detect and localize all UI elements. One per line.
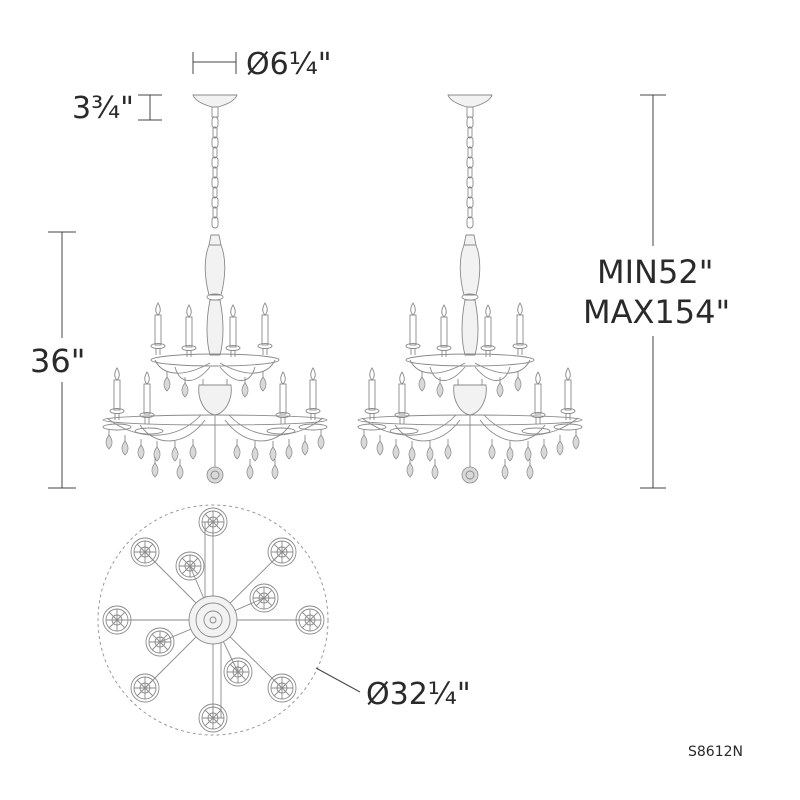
fixture-diameter-dimension: Ø32¼" bbox=[315, 667, 471, 712]
chandelier-elevation-left bbox=[103, 95, 327, 483]
canopy-diameter-label: Ø6¼" bbox=[246, 47, 332, 82]
fixture-diameter-label: Ø32¼" bbox=[366, 677, 471, 712]
chandelier-top-view bbox=[97, 504, 329, 736]
overall-max-label: MAX154" bbox=[583, 293, 730, 331]
model-number: S8612N bbox=[688, 744, 743, 760]
canopy-height-dimension: 3¾" bbox=[72, 91, 162, 126]
canopy-diameter-dimension: Ø6¼" bbox=[192, 47, 332, 82]
fixture-height-label: 36" bbox=[30, 342, 85, 380]
chandelier-elevation-right bbox=[358, 95, 582, 483]
canopy-height-label: 3¾" bbox=[72, 91, 134, 126]
overall-height-dimension: MIN52" MAX154" bbox=[583, 94, 730, 489]
fixture-height-dimension: 36" bbox=[30, 231, 85, 489]
overall-min-label: MIN52" bbox=[597, 253, 713, 291]
